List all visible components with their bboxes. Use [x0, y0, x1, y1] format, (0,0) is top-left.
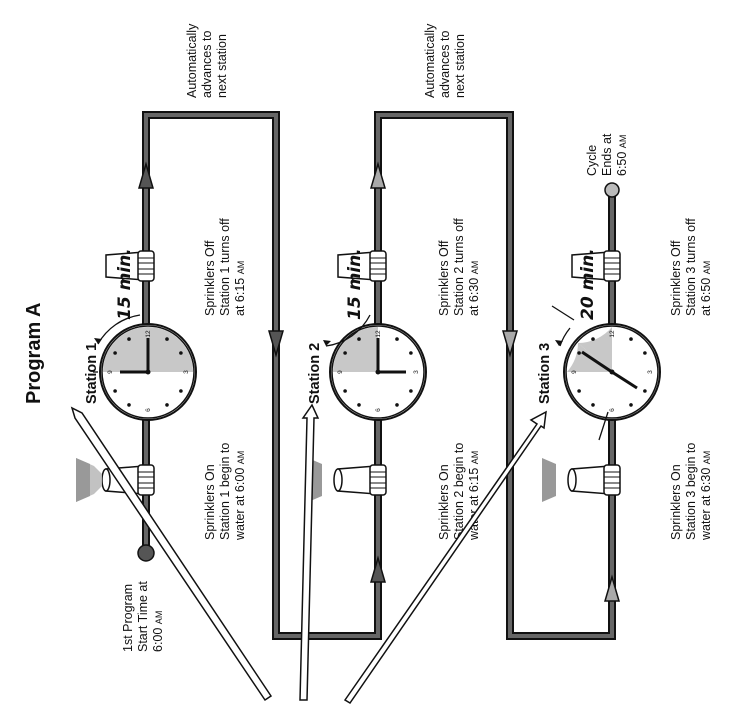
station-3-off-note: Sprinklers OffStation 3 turns offat 6:50…: [669, 218, 713, 316]
elapsed-shade: [148, 327, 193, 372]
svg-text:Sprinklers OffStation 2 turns: Sprinklers OffStation 2 turns offat 6:30…: [437, 218, 481, 316]
station-2-off-note: Sprinklers OffStation 2 turns offat 6:30…: [437, 218, 481, 316]
elapsed-shade: [578, 327, 612, 372]
hour-dot: [127, 337, 131, 341]
arrow-up-icon: [370, 555, 386, 583]
hour-dot: [409, 351, 413, 355]
clock-number: 12: [145, 330, 152, 338]
advance-note-1: Automaticallyadvances tonext station: [185, 23, 229, 98]
hour-dot: [591, 337, 595, 341]
hour-dot: [357, 337, 361, 341]
svg-text:Sprinklers OnStation 2 begin t: Sprinklers OnStation 2 begin towater at …: [437, 443, 481, 541]
start-dot-icon: [137, 544, 155, 562]
station-2-label: Station 2: [307, 343, 323, 404]
arrow-up-icon: [604, 574, 620, 602]
hour-dot: [591, 403, 595, 407]
clock-station-1: 12 3 6 9: [93, 314, 197, 421]
title-group: Program A: [23, 302, 45, 404]
clock-number: 12: [609, 330, 616, 338]
arrow-up-icon: [138, 161, 154, 189]
pointer-arrow-icon: [343, 410, 547, 705]
clock-station-2: 12 3 6 9: [323, 314, 427, 421]
end-note: CycleEnds at6:50 AM: [585, 133, 629, 176]
hour-dot: [165, 403, 169, 407]
hour-dot: [395, 403, 399, 407]
svg-text:Automaticallyadvances tonext s: Automaticallyadvances tonext station: [423, 23, 467, 98]
water-spray-icon: [542, 458, 556, 502]
clock-number: 6: [375, 408, 382, 412]
clock-number: 6: [609, 408, 616, 412]
station-1-off-note: Sprinklers OffStation 1 turns offat 6:15…: [203, 218, 247, 316]
sprinkler-off-station-2: [337, 250, 387, 282]
hour-dot: [357, 403, 361, 407]
pointer-arrow-icon: [299, 403, 320, 701]
sprinkler-on-station-3: [542, 458, 621, 502]
hour-dot: [113, 351, 117, 355]
end-dot-icon: [604, 182, 620, 198]
hour-dot: [409, 389, 413, 393]
svg-text:Sprinklers OnStation 1 begin t: Sprinklers OnStation 1 begin towater at …: [203, 443, 247, 541]
arrow-up-icon: [370, 161, 386, 189]
station-2-duration: 15 min.: [345, 248, 365, 320]
station-3-label: Station 3: [537, 343, 553, 404]
rotation-arrow-icon: [325, 314, 371, 347]
clock-number: 3: [413, 370, 420, 374]
station-3-on-note: Sprinklers OnStation 3 begin towater at …: [669, 443, 713, 541]
clock-number: 9: [571, 370, 578, 374]
rotation-arrow-icon: [559, 327, 571, 347]
svg-text:Automaticallyadvances tonext s: Automaticallyadvances tonext station: [185, 23, 229, 98]
sprinkler-on-station-2: [308, 458, 387, 502]
station-1-duration: 15 min.: [115, 248, 135, 320]
clock-number: 3: [183, 370, 190, 374]
station-3-duration: 20 min.: [578, 248, 598, 320]
hour-dot: [179, 389, 183, 393]
hour-dot: [127, 403, 131, 407]
svg-text:1st ProgramStart Time at6:00 A: 1st ProgramStart Time at6:00 AM: [121, 581, 165, 652]
pointer-arrow-icon: [70, 406, 273, 702]
svg-text:Sprinklers OnStation 3 begin t: Sprinklers OnStation 3 begin towater at …: [669, 443, 713, 541]
svg-text:CycleEnds at6:50 AM: CycleEnds at6:50 AM: [585, 133, 629, 176]
hour-dot: [343, 389, 347, 393]
clock-number: 12: [375, 330, 382, 338]
clock-number: 9: [337, 370, 344, 374]
pipe-station-1: [142, 111, 280, 355]
elapsed-shade: [333, 327, 378, 372]
clock-number: 3: [647, 370, 654, 374]
hour-dot: [577, 351, 581, 355]
hour-dot: [629, 337, 633, 341]
hour-dot: [165, 337, 169, 341]
hour-dot: [179, 351, 183, 355]
clock-number: 6: [145, 408, 152, 412]
hour-dot: [343, 351, 347, 355]
hour-dot: [643, 389, 647, 393]
station-2-on-note: Sprinklers OnStation 2 begin towater at …: [437, 443, 481, 541]
station-1-label: Station 1: [84, 343, 100, 404]
arrow-down-icon: [268, 330, 284, 358]
hour-dot: [629, 403, 633, 407]
svg-text:Sprinklers OffStation 3 turns: Sprinklers OffStation 3 turns offat 6:50…: [669, 218, 713, 316]
hour-dot: [113, 389, 117, 393]
advance-note-2: Automaticallyadvances tonext station: [423, 23, 467, 98]
pointer-arrows: [70, 403, 547, 705]
flow-arrows: [138, 161, 620, 602]
clock-number: 9: [107, 370, 114, 374]
sprinkler-off-station-3: [571, 250, 621, 282]
svg-text:Sprinklers OffStation 1 turns: Sprinklers OffStation 1 turns offat 6:15…: [203, 218, 247, 316]
hour-dot: [395, 337, 399, 341]
clock-station-3: 12 3 6 9: [551, 305, 661, 441]
arrow-down-icon: [502, 330, 518, 358]
sprinkler-off-station-1: [105, 250, 155, 282]
hour-dot: [577, 389, 581, 393]
station-1-on-note: Sprinklers OnStation 1 begin towater at …: [203, 443, 247, 541]
start-note: 1st ProgramStart Time at6:00 AM: [121, 581, 165, 652]
hour-dot: [643, 351, 647, 355]
page-title: Program A: [23, 302, 45, 404]
